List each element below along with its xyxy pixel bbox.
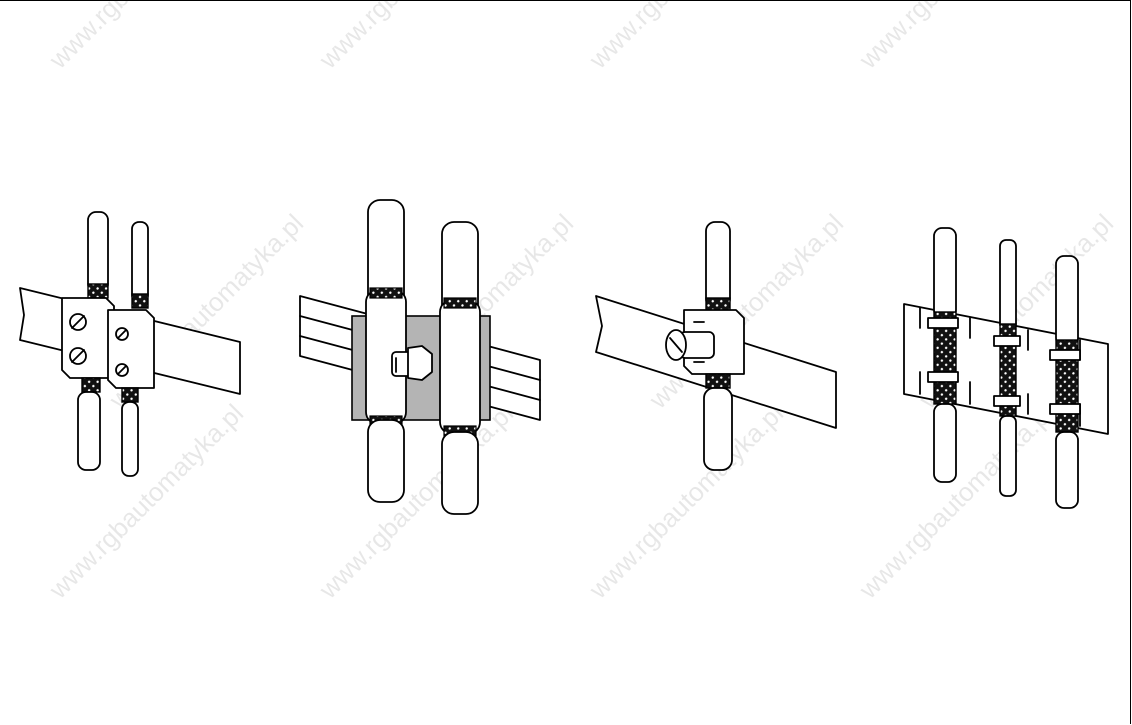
figure-comb-bar-ties (903, 227, 1109, 509)
watermark-text: www.rgbautomatyka.pl (312, 0, 519, 75)
watermark-text: www.rgbautomatyka.pl (582, 398, 789, 605)
watermark-layer: www.rgbautomatyka.pl www.rgbautomatyka.p… (42, 0, 1119, 605)
watermark-text: www.rgbautomatyka.pl (852, 0, 1059, 75)
figure-single-screw-clamp (595, 221, 837, 471)
watermark-text: www.rgbautomatyka.pl (42, 0, 249, 75)
figure-din-rail-clamp (299, 199, 541, 515)
watermark-text: www.rgbautomatyka.pl (582, 0, 789, 75)
watermark-text: www.rgbautomatyka.pl (42, 398, 249, 605)
figure-clamp-block (19, 211, 241, 477)
watermark-text: www.rgbautomatyka.pl (312, 398, 519, 605)
